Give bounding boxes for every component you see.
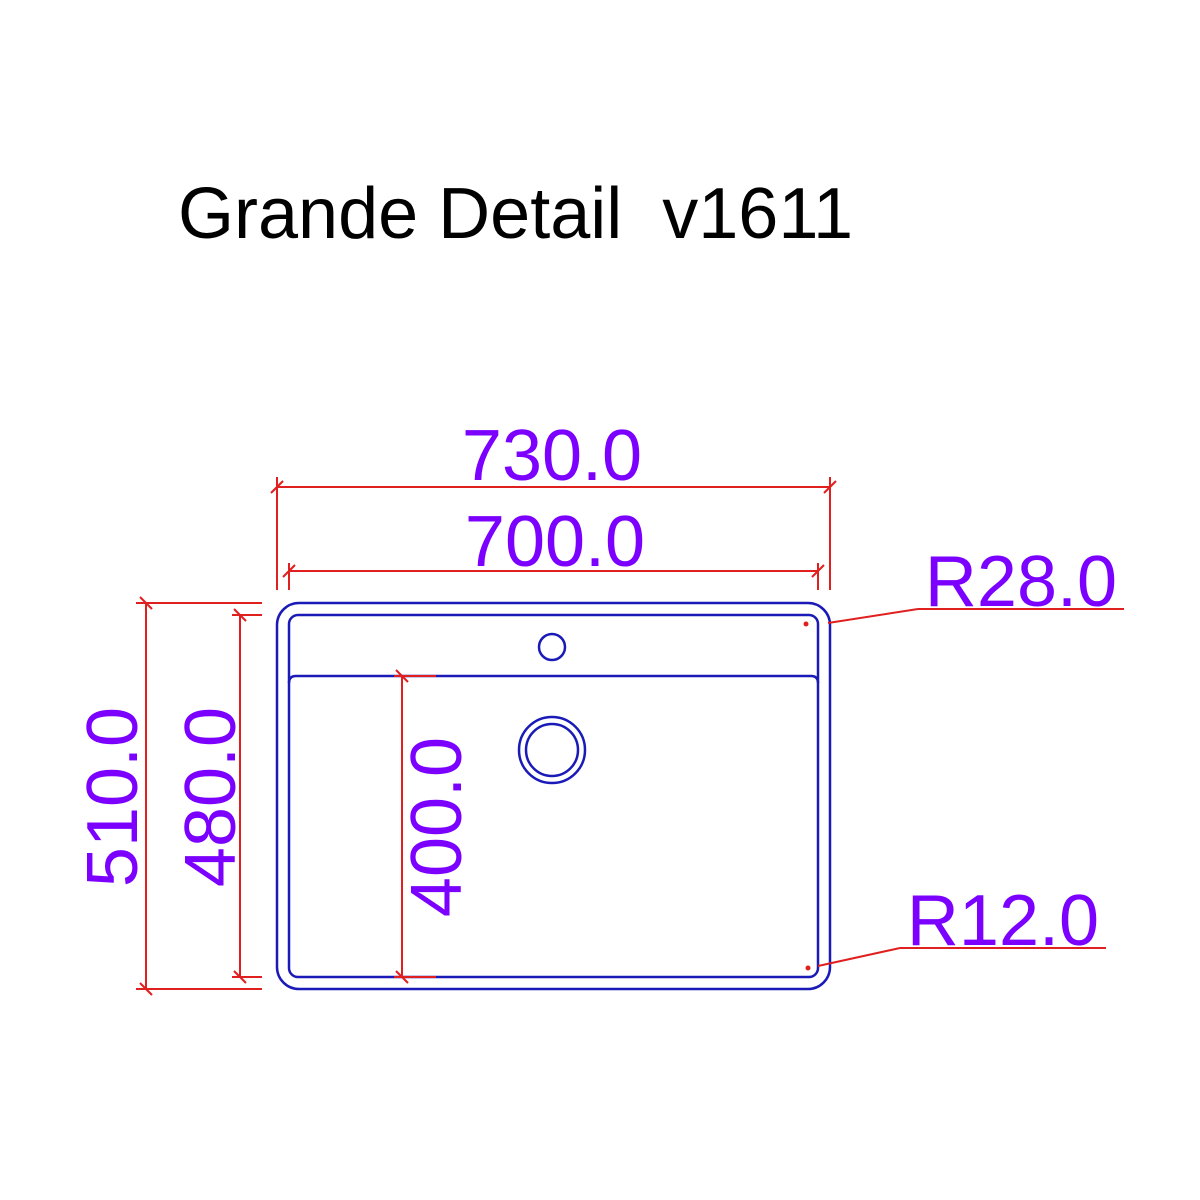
outer-radius-label: R28.0: [925, 542, 1117, 622]
basin-depth-label: 400.0: [397, 737, 477, 917]
inner-radius-marker: [805, 965, 811, 971]
inner-width-label: 700.0: [465, 502, 645, 582]
outer-radius-marker: [803, 621, 809, 627]
basin-back-edge: [287, 674, 820, 684]
outer-width-label: 730.0: [462, 416, 642, 496]
tap-hole: [537, 632, 567, 662]
outer-rim: [275, 601, 832, 991]
dimension-labels: 730.0 700.0 510.0 480.0 400.0 R28.0 R12.…: [73, 416, 1117, 961]
sink-outline: [275, 601, 832, 991]
drain-inner: [524, 722, 580, 778]
inner-height-label: 480.0: [171, 707, 251, 887]
radius-markers: [803, 621, 811, 971]
inner-radius-label: R12.0: [907, 881, 1099, 961]
drain-outer: [517, 715, 587, 785]
dimension-lines: [136, 477, 1124, 996]
outer-height-label: 510.0: [73, 707, 153, 887]
inner-rim: [287, 613, 820, 979]
drawing-title: Grande Detail v1611: [178, 174, 853, 254]
